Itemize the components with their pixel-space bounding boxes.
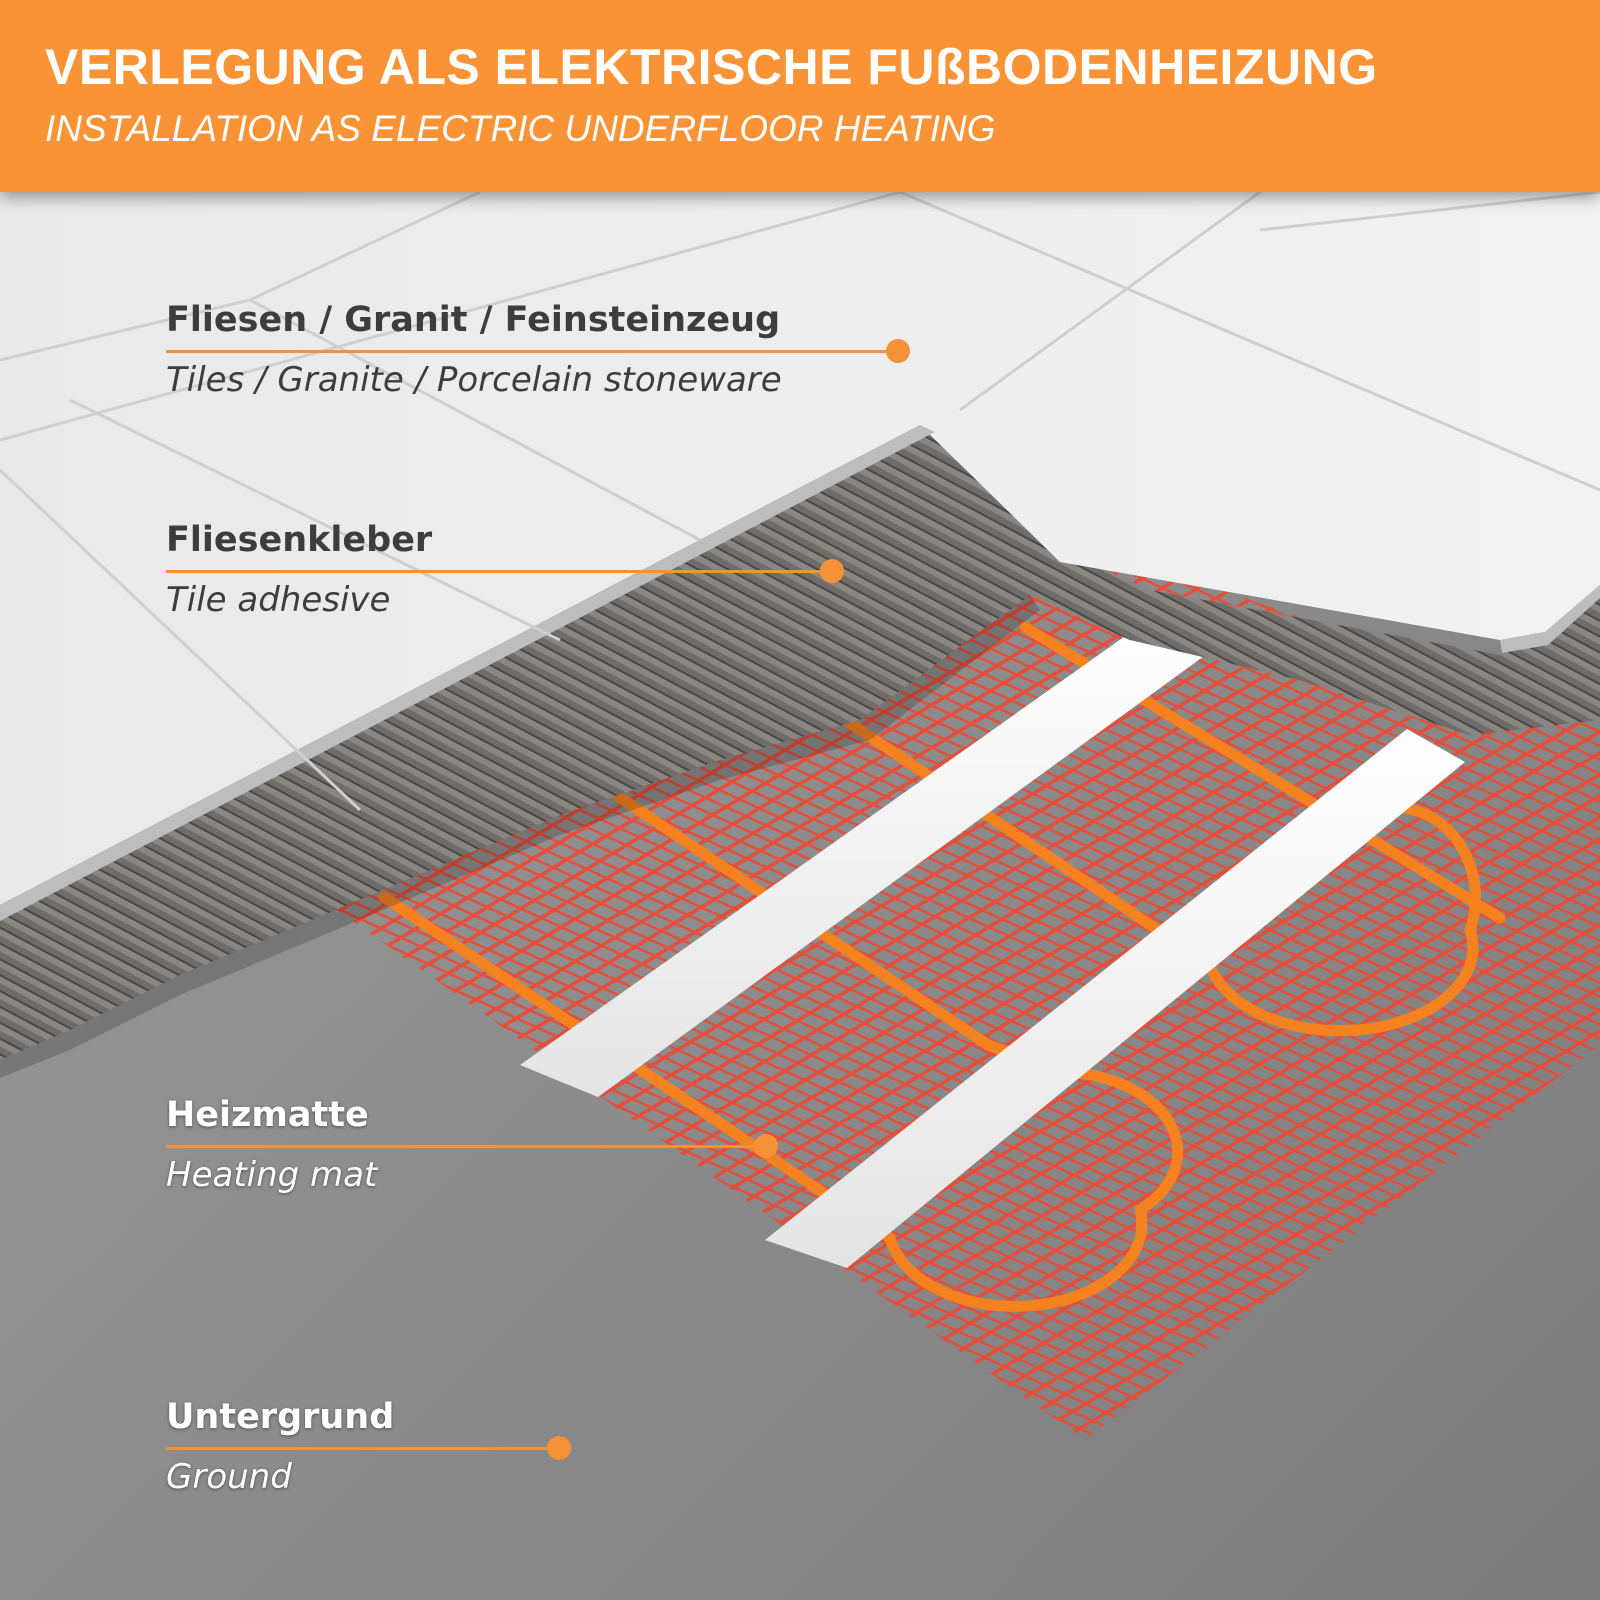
callout-ground-en: Ground [166,1457,292,1497]
tile-layer [0,192,1600,905]
mat-tape-2 [765,729,1465,1268]
callout-tiles-dot [886,339,910,363]
callout-heating-mat-de: Heizmatte [166,1095,369,1135]
header-banner: VERLEGUNG ALS ELEKTRISCHE FUßBODENHEIZUN… [0,0,1600,192]
callout-heating-mat-leader [166,1145,756,1148]
mat-tape-1 [520,617,1233,1097]
callout-tiles-leader [166,350,886,353]
callout-adhesive-leader [166,570,821,573]
callout-adhesive-en: Tile adhesive [166,580,391,620]
page-title: VERLEGUNG ALS ELEKTRISCHE FUßBODENHEIZUN… [45,39,1378,95]
callout-ground-leader [166,1447,548,1450]
tile-adhesive-shadow [0,595,1040,1078]
tile-edge-right [1500,585,1600,653]
callout-ground-dot [547,1436,571,1460]
callout-ground-de: Untergrund [166,1397,395,1437]
callout-adhesive-de: Fliesenkleber [166,520,433,560]
tile-grout-lines [0,190,1600,812]
tile-edge [0,425,935,921]
page-subtitle: INSTALLATION AS ELECTRIC UNDERFLOOR HEAT… [45,108,996,149]
callout-tiles-de: Fliesen / Granit / Feinsteinzeug [166,300,781,340]
callout-heating-mat-dot [754,1134,778,1158]
callout-adhesive-dot [820,559,844,583]
callout-heating-mat-en: Heating mat [166,1155,378,1195]
callout-tiles-en: Tiles / Granite / Porcelain stoneware [166,360,782,400]
